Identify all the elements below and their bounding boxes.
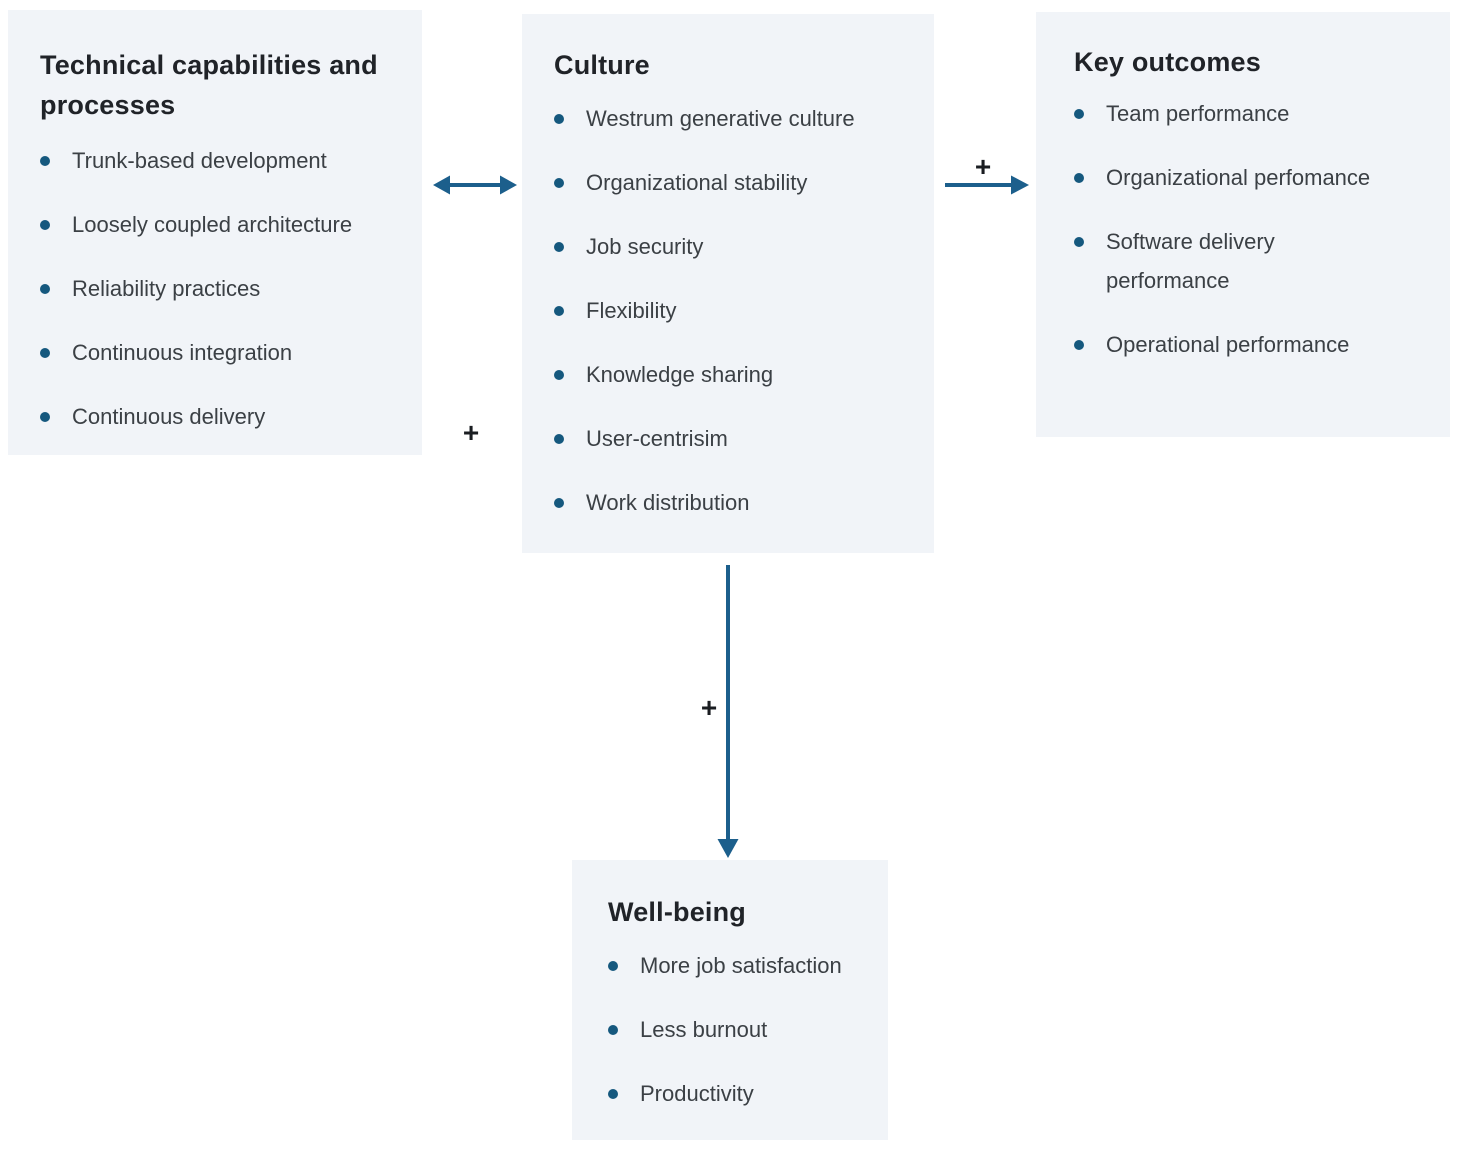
- well-being-list: More job satisfaction Less burnout Produ…: [608, 946, 870, 1113]
- list-item: Organizational stability: [554, 163, 906, 202]
- list-item-label: Work distribution: [586, 490, 750, 515]
- bullet-icon: [554, 178, 564, 188]
- bullet-icon: [554, 114, 564, 124]
- list-item-label: Knowledge sharing: [586, 362, 774, 387]
- list-item-label: Westrum generative culture: [586, 106, 855, 131]
- list-item: Less burnout: [608, 1010, 870, 1049]
- bullet-icon: [40, 412, 50, 422]
- list-item: Team performance: [1074, 94, 1410, 133]
- well-being-title: Well-being: [608, 897, 747, 927]
- bullet-icon: [554, 498, 564, 508]
- list-item-label: Team performance: [1106, 101, 1290, 126]
- bullet-icon: [608, 961, 618, 971]
- well-being-box: Well-being More job satisfaction Less bu…: [572, 860, 888, 1140]
- bullet-icon: [608, 1025, 618, 1035]
- culture-box: Culture Westrum generative culture Organ…: [522, 14, 934, 553]
- culture-wellbeing-plus-label: +: [700, 692, 718, 723]
- list-item-label: Job security: [586, 234, 704, 259]
- list-item-label: Flexibility: [586, 298, 677, 323]
- list-item-label: Reliability practices: [72, 276, 261, 301]
- arrow-down-icon: [717, 565, 739, 858]
- bidirectional-arrow-icon: [433, 175, 517, 195]
- culture-title: Culture: [554, 50, 650, 80]
- list-item: Westrum generative culture: [554, 99, 906, 138]
- list-item-label: Software delivery performance: [1106, 229, 1275, 293]
- bullet-icon: [1074, 173, 1084, 183]
- list-item-label: Continuous delivery: [72, 404, 266, 429]
- list-item: More job satisfaction: [608, 946, 870, 985]
- bullet-icon: [554, 242, 564, 252]
- list-item-label: Loosely coupled architecture: [72, 212, 353, 237]
- list-item-label: Productivity: [640, 1081, 754, 1106]
- list-item: Trunk-based development: [40, 141, 394, 180]
- bullet-icon: [40, 220, 50, 230]
- list-item: Organizational perfomance: [1074, 158, 1410, 197]
- bullet-icon: [1074, 340, 1084, 350]
- list-item: Continuous delivery: [40, 397, 394, 436]
- bullet-icon: [40, 348, 50, 358]
- technical-capabilities-title: Technical capabilities and processes: [40, 50, 378, 120]
- arrow-right-icon: [945, 175, 1029, 195]
- left-plus-label: +: [462, 417, 480, 448]
- list-item: Reliability practices: [40, 269, 394, 308]
- list-item-label: Less burnout: [640, 1017, 768, 1042]
- bullet-icon: [40, 156, 50, 166]
- list-item: Productivity: [608, 1074, 870, 1113]
- technical-capabilities-box: Technical capabilities and processes Tru…: [8, 10, 422, 455]
- list-item: Continuous integration: [40, 333, 394, 372]
- list-item-label: Continuous integration: [72, 340, 293, 365]
- key-outcomes-box: Key outcomes Team performance Organizati…: [1036, 12, 1450, 437]
- bullet-icon: [554, 370, 564, 380]
- list-item-label: Trunk-based development: [72, 148, 327, 173]
- list-item: Operational performance: [1074, 325, 1410, 364]
- bullet-icon: [554, 434, 564, 444]
- culture-outcomes-plus-label: +: [974, 151, 992, 182]
- bullet-icon: [608, 1089, 618, 1099]
- list-item-label: Organizational stability: [586, 170, 808, 195]
- key-outcomes-title: Key outcomes: [1074, 47, 1261, 77]
- technical-capabilities-list: Trunk-based development Loosely coupled …: [40, 141, 394, 436]
- culture-list: Westrum generative culture Organizationa…: [554, 99, 906, 522]
- list-item-label: Organizational perfomance: [1106, 165, 1371, 190]
- key-outcomes-list: Team performance Organizational perfoman…: [1074, 94, 1410, 364]
- list-item: User-centrisim: [554, 419, 906, 458]
- list-item: Work distribution: [554, 483, 906, 522]
- list-item: Loosely coupled architecture: [40, 205, 394, 244]
- list-item: Software delivery performance: [1074, 222, 1410, 300]
- list-item-label: More job satisfaction: [640, 953, 842, 978]
- list-item: Knowledge sharing: [554, 355, 906, 394]
- bullet-icon: [554, 306, 564, 316]
- list-item-label: User-centrisim: [586, 426, 728, 451]
- list-item-label: Operational performance: [1106, 332, 1350, 357]
- bullet-icon: [1074, 237, 1084, 247]
- bullet-icon: [40, 284, 50, 294]
- bullet-icon: [1074, 109, 1084, 119]
- list-item: Job security: [554, 227, 906, 266]
- list-item: Flexibility: [554, 291, 906, 330]
